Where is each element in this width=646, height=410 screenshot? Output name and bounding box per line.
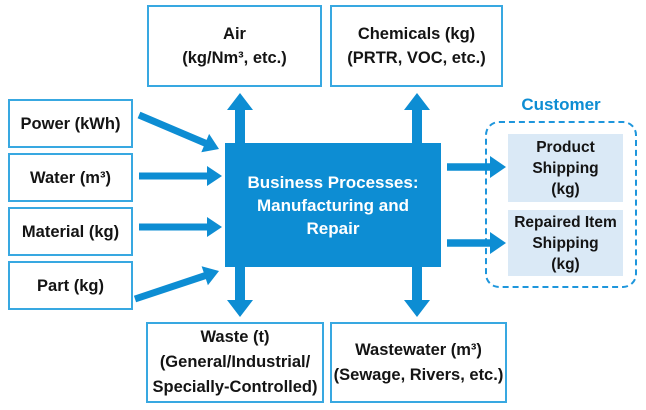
material-input-box: Material (kg)	[8, 207, 133, 256]
water-input-box: Water (m³)	[8, 153, 133, 202]
product-shipping-box: Product Shipping (kg)	[508, 134, 623, 202]
power-input-box: Power (kWh)	[8, 99, 133, 148]
customer-dashed-frame	[485, 121, 637, 288]
arrow-water-to-process	[139, 166, 222, 186]
part-input-box: Part (kg)	[8, 261, 133, 310]
chemicals-box: Chemicals (kg) (PRTR, VOC, etc.)	[330, 5, 503, 87]
repaired-item-shipping-box: Repaired Item Shipping (kg)	[508, 210, 623, 276]
air-box: Air (kg/Nm³, etc.)	[147, 5, 322, 87]
waste-box: Waste (t) (General/Industrial/ Specially…	[146, 322, 324, 403]
arrow-process-to-chemicals	[404, 93, 430, 143]
arrow-material-to-process	[139, 217, 222, 237]
arrow-process-to-waste	[227, 267, 253, 317]
wastewater-box: Wastewater (m³) (Sewage, Rivers, etc.)	[330, 322, 507, 403]
arrow-part-to-process	[133, 266, 219, 303]
arrow-process-to-wastewater	[404, 267, 430, 317]
customer-group-title: Customer	[521, 95, 601, 114]
business-process-box: Business Processes: Manufacturing and Re…	[225, 143, 441, 267]
arrow-process-to-air	[227, 93, 253, 143]
arrow-power-to-process	[137, 111, 219, 153]
